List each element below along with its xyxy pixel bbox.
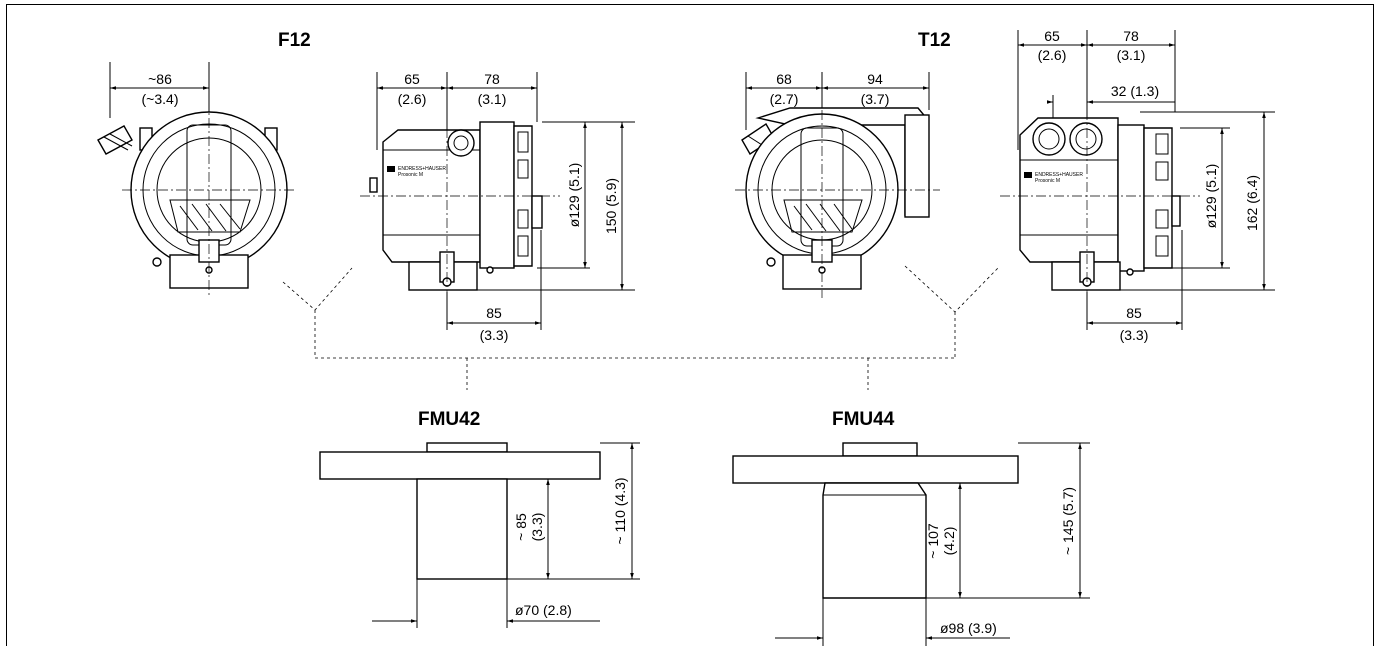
t12-front-left-mm: 68: [776, 71, 792, 87]
drawing-frame: [6, 4, 1374, 646]
f12-side-bottom-mm: 85: [486, 305, 502, 321]
title-fmu44: FMU44: [832, 409, 895, 430]
f12-side-dia: ø129 (5.1): [566, 163, 582, 228]
f12-side-left-mm: 65: [404, 71, 420, 87]
f12-nameplate-line1: ENDRESS+HAUSER: [398, 166, 446, 172]
t12-front-view: 68 (2.7) 94 (3.7): [735, 71, 940, 298]
f12-side-height: 150 (5.9): [603, 178, 619, 234]
t12-side-right-mm: 78: [1123, 28, 1139, 44]
f12-front-view: ~86 (~3.4): [97, 62, 296, 298]
t12-side-dia: ø129 (5.1): [1203, 164, 1219, 229]
t12-front-right-mm: 94: [867, 71, 883, 87]
t12-nameplate-line1: ENDRESS+HAUSER: [1035, 172, 1083, 178]
fmu42-inner-mm: ~ 85: [513, 513, 529, 541]
fmu44-inner-in: (4.2): [941, 527, 957, 556]
f12-front-width-mm: ~86: [148, 71, 172, 87]
t12-side-left-in: (2.6): [1038, 47, 1067, 63]
title-t12: T12: [918, 30, 951, 51]
t12-side-view: 65 (2.6) 78 (3.1) 32 (1.3) ENDRESS+HAUSE…: [1000, 28, 1275, 343]
t12-nameplate-line2: Prosonic M: [1035, 178, 1060, 184]
t12-side-right-in: (3.1): [1117, 47, 1146, 63]
title-f12: F12: [278, 30, 311, 51]
t12-front-left-in: (2.7): [770, 91, 799, 107]
t12-side-height: 162 (6.4): [1244, 175, 1260, 231]
title-fmu42: FMU42: [418, 409, 480, 430]
t12-side-left-mm: 65: [1044, 28, 1060, 44]
f12-side-bottom-in: (3.3): [480, 327, 509, 343]
f12-side-left-in: (2.6): [398, 91, 427, 107]
fmu44-inner-mm: ~ 107: [925, 523, 941, 559]
fmu42-dia: ø70 (2.8): [515, 602, 572, 618]
t12-side-bottom-in: (3.3): [1120, 327, 1149, 343]
fmu42-height: ~ 110 (4.3): [612, 477, 628, 544]
t12-front-right-in: (3.7): [861, 91, 890, 107]
f12-side-view: 65 (2.6) 78 (3.1) ENDRESS+HAUSER Prosoni…: [360, 71, 635, 343]
fmu42-inner-in: (3.3): [529, 513, 545, 542]
fmu44-dia: ø98 (3.9): [940, 620, 997, 636]
f12-nameplate-line2: Prosonic M: [398, 172, 423, 178]
t12-side-offset: 32 (1.3): [1111, 83, 1159, 99]
t12-side-bottom-mm: 85: [1126, 305, 1142, 321]
fmu44-height: ~ 145 (5.7): [1060, 487, 1076, 555]
f12-side-right-mm: 78: [484, 71, 500, 87]
f12-front-width-in: (~3.4): [142, 91, 179, 107]
fmu42-sensor: ~ 85 (3.3) ~ 110 (4.3) ø70 (2.8): [319, 442, 640, 628]
f12-side-right-in: (3.1): [478, 91, 507, 107]
fmu44-sensor: ~ 107 (4.2) ~ 145 (5.7) ø98 (3.9): [732, 442, 1090, 646]
connector-lines: [282, 265, 999, 390]
